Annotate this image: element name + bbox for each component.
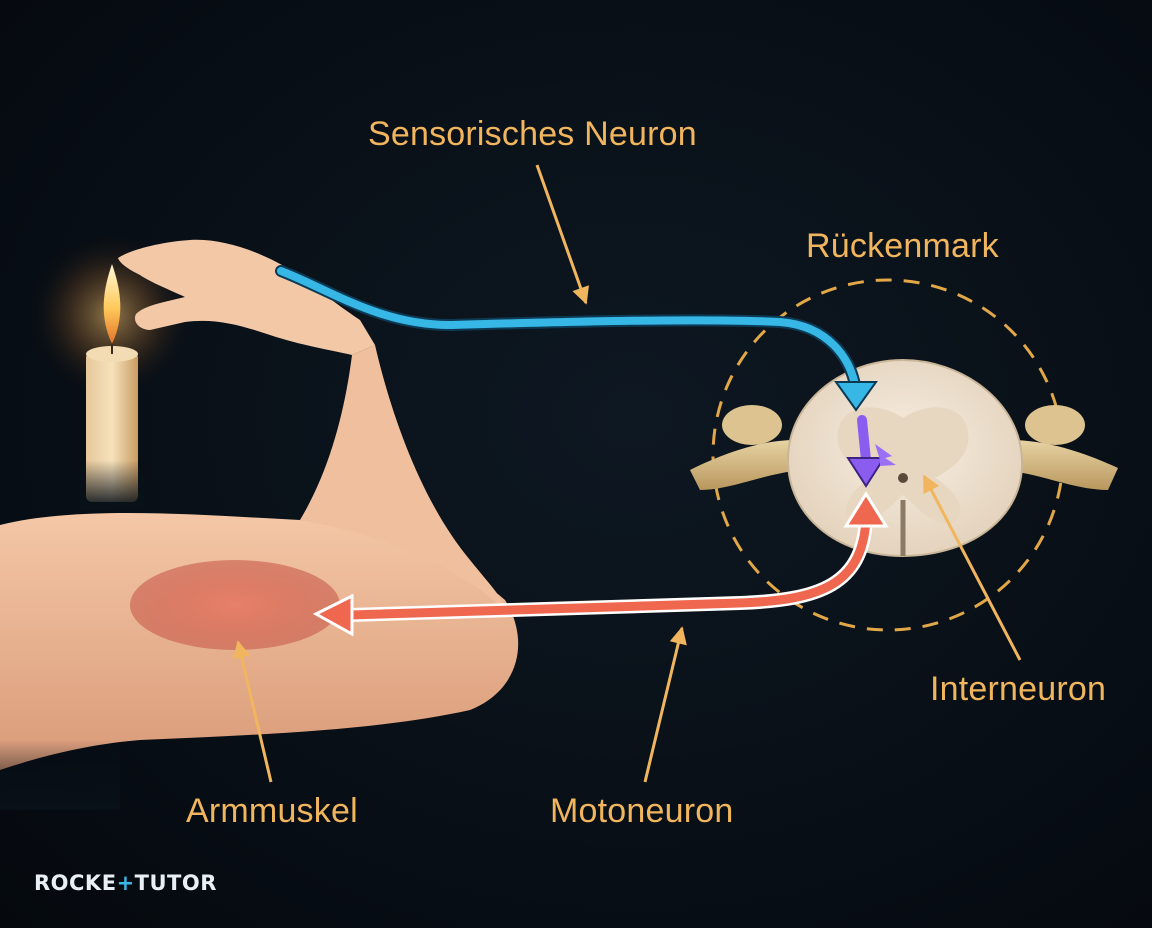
motor-arrowhead-up [843, 491, 889, 528]
label-sensory-neuron: Sensorisches Neuron [368, 115, 697, 153]
label-interneuron: Interneuron [930, 670, 1107, 708]
grey-matter [837, 407, 969, 524]
interneuron-small-arrow [875, 444, 896, 466]
pointer-motor-neuron [643, 626, 687, 783]
brand-logo: ROCKE+TUTOR [34, 871, 217, 895]
motor-path-core [345, 515, 871, 620]
candle-fade [80, 460, 144, 510]
label-pointers [233, 164, 1022, 783]
sensory-path-core [277, 267, 859, 389]
left-ganglion [722, 405, 782, 445]
interneuron-arrowhead [846, 457, 886, 488]
motor-arrowhead-left [312, 593, 354, 637]
label-spinal-cord: Rückenmark [806, 227, 999, 265]
logo-plus: + [116, 871, 135, 895]
interneuron-line [857, 415, 871, 465]
sensory-neuron-path [275, 265, 878, 412]
biceps-muscle [130, 560, 340, 650]
forearm [300, 345, 505, 610]
sensory-arrowhead [834, 381, 878, 412]
motor-neuron-path [312, 491, 889, 637]
logo-text-part1: ROCKE [34, 871, 117, 895]
pointer-interneuron [922, 474, 1022, 661]
logo-text-part2: TUTOR [134, 871, 217, 895]
arm [0, 239, 519, 810]
interneuron-path [846, 415, 896, 488]
left-nerve-root [690, 440, 800, 490]
central-canal [898, 473, 908, 483]
pointer-sensory-neuron [535, 164, 589, 305]
label-motor-neuron: Motoneuron [550, 792, 734, 830]
right-ganglion [1025, 405, 1085, 445]
candle-flame [103, 264, 121, 344]
right-nerve-root [1005, 440, 1118, 490]
hand [118, 239, 375, 355]
spinal-cord-section [690, 278, 1118, 632]
arm-fade [0, 740, 120, 810]
pointer-arm-muscle [233, 640, 273, 783]
label-arm-muscle: Armmuskel [186, 792, 358, 830]
